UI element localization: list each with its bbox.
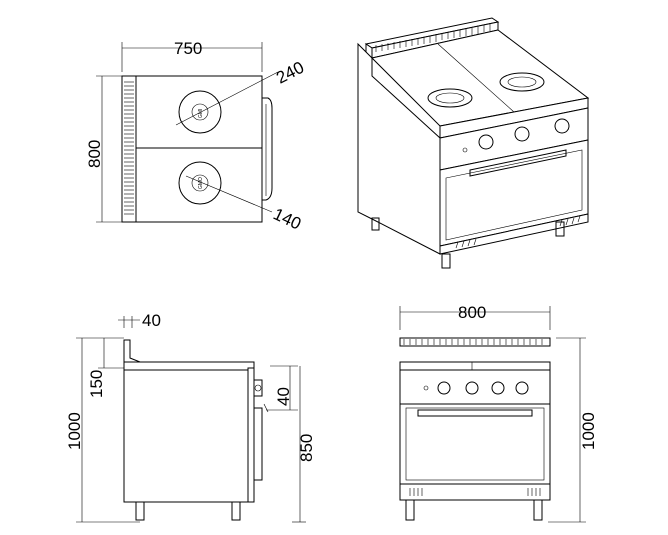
knob-3 <box>554 118 570 134</box>
top-view: 750 800 <box>85 39 307 234</box>
dim-top-width: 750 <box>174 39 202 58</box>
side-view: 40 1000 150 40 850 <box>65 311 316 523</box>
knob-1 <box>478 134 494 150</box>
hotplate-rear <box>178 90 222 134</box>
dim-side-850: 850 <box>297 434 316 462</box>
isometric-view <box>357 17 590 269</box>
dim-front-width: 800 <box>458 303 486 322</box>
burner-label-front: GMO <box>198 177 204 189</box>
hotplate-front <box>178 161 222 205</box>
dim-side-knob-40: 40 <box>274 387 293 406</box>
knob-2 <box>514 126 530 142</box>
dim-hotplate-240: 240 <box>273 58 307 88</box>
front-view: 800 <box>399 303 598 523</box>
dim-hotplate-140: 140 <box>270 204 304 233</box>
dim-side-1000: 1000 <box>65 412 84 450</box>
dim-front-1000: 1000 <box>579 412 598 450</box>
dim-side-150: 150 <box>87 370 106 398</box>
dim-side-40: 40 <box>142 311 161 330</box>
dim-top-depth: 800 <box>85 140 104 168</box>
burner-label-rear: GMI <box>198 109 204 118</box>
